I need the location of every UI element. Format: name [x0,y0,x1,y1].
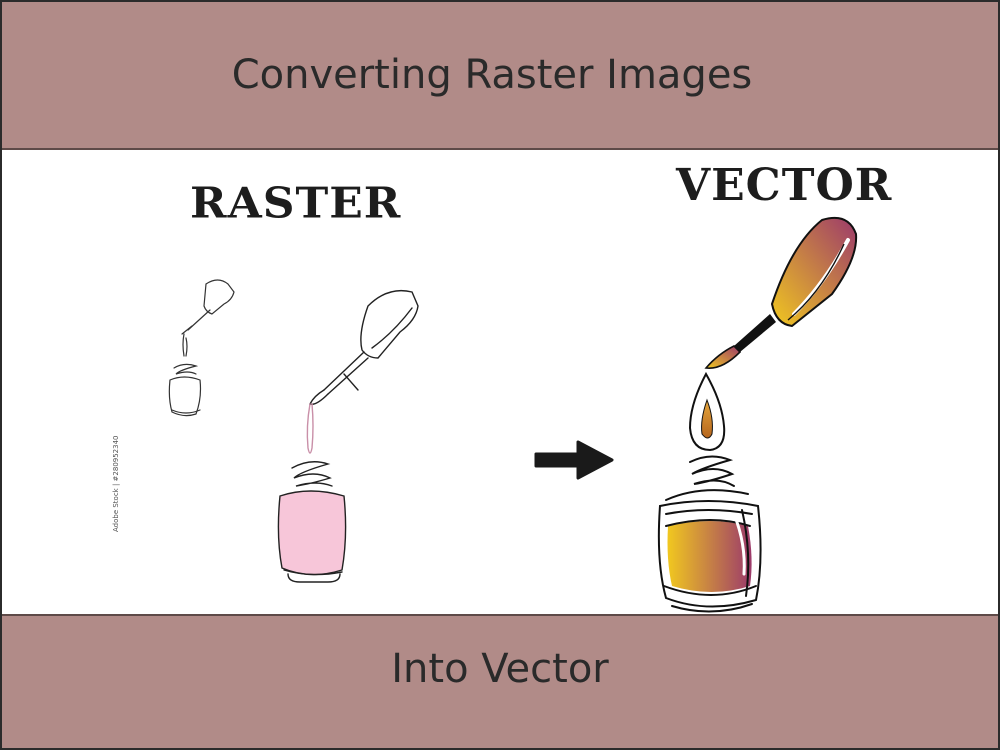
vector-bottle-icon [657,216,858,613]
footer-subtitle: Into Vector [391,646,609,692]
footer-band: Into Vector [2,614,998,748]
large-raster-bottle-icon [277,289,419,583]
header-band: Converting Raster Images [2,2,998,150]
vector-label: VECTOR [676,160,893,211]
small-raster-bottle-icon [168,279,235,417]
stock-watermark: Adobe Stock | #280952340 [112,435,120,533]
raster-label: RASTER [190,179,402,228]
comparison-area: RASTER VECTOR Adobe Stock | #280952340 [2,152,998,618]
header-title: Converting Raster Images [231,52,753,98]
arrow-right-icon [534,440,614,480]
